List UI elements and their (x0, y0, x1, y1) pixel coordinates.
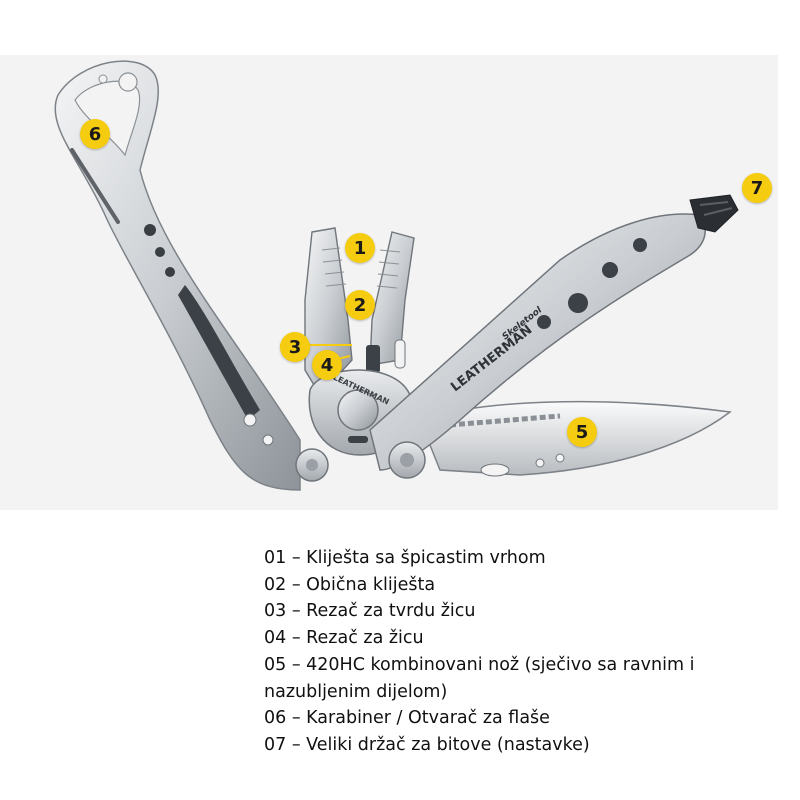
callout-3: 3 (280, 332, 310, 362)
callout-4-number: 4 (320, 354, 334, 376)
legend-item: 07 – Veliki držač za bitove (nastavke) (264, 734, 590, 755)
legend-item: 01 – Kliješta sa špicastim vrhom (264, 548, 546, 568)
carabiner-handle (54, 60, 329, 491)
callout-6-number: 6 (88, 123, 102, 145)
callout-7: 7 (742, 173, 772, 203)
callout-5: 5 (567, 417, 597, 447)
callout-2: 2 (345, 290, 375, 320)
legend-item: 05 – 420HC kombinovani nož (sječivo sa r… (264, 654, 695, 702)
callout-4: 4 (312, 350, 342, 380)
legend-item: 04 – Rezač za žicu (264, 628, 424, 649)
callout-6: 6 (80, 119, 110, 149)
callout-3-number: 3 (288, 336, 302, 358)
legend-item: 03 – Rezač za tvrdu žicu (264, 601, 476, 622)
legend-item: 02 – Obična kliješta (264, 574, 436, 595)
legend-item: 06 – Karabiner / Otvarač za flaše (264, 708, 550, 729)
callout-1: 1 (345, 233, 375, 263)
callout-2-number: 2 (353, 294, 367, 316)
multitool-illustration: LEATHERMAN LEATHERMAN Skeletool (54, 60, 739, 491)
callout-5-number: 5 (575, 421, 589, 443)
callout-7-number: 7 (750, 177, 764, 199)
callout-1-number: 1 (353, 237, 367, 259)
parts-legend: 01 – Kliješta sa špicastim vrhom 02 – Ob… (264, 545, 734, 759)
